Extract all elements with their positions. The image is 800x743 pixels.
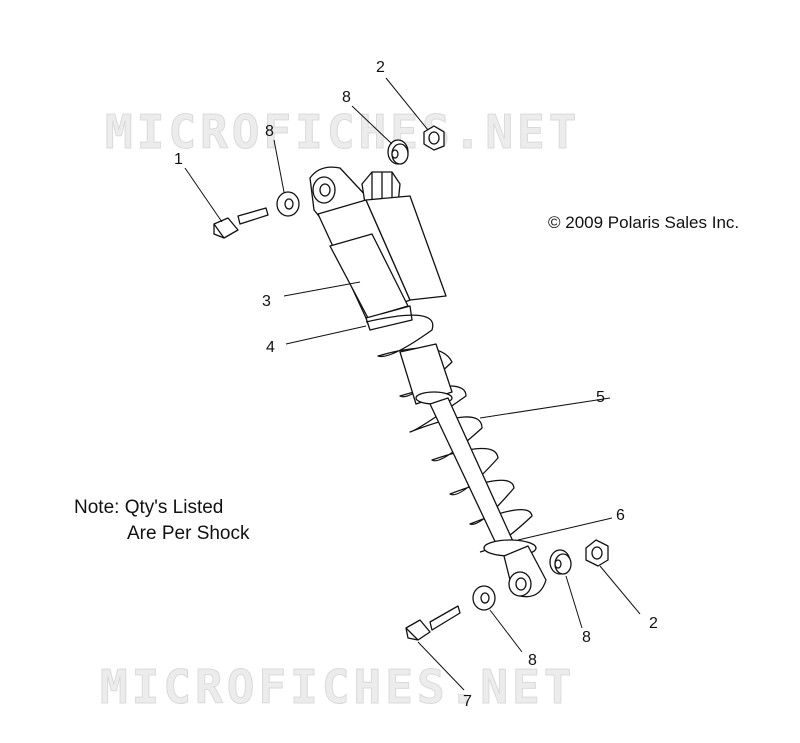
note-line-1: Note: Qty's Listed bbox=[74, 497, 224, 518]
callout-8-top-left: 8 bbox=[265, 123, 274, 140]
leader-lines bbox=[184, 77, 641, 691]
shock-body bbox=[317, 195, 447, 331]
callout-8-top-right: 8 bbox=[342, 89, 351, 106]
watermark-top: MICROFICHES.NET bbox=[105, 105, 580, 159]
bushing-top-right bbox=[387, 139, 409, 165]
washer-top-left bbox=[276, 191, 300, 217]
callout-1: 1 bbox=[174, 151, 183, 168]
nut-bottom bbox=[585, 539, 609, 567]
watermark-bottom: MICROFICHES.NET bbox=[100, 660, 575, 714]
washer-bottom bbox=[472, 585, 496, 611]
damper-shaft bbox=[399, 343, 517, 553]
callout-8-bottom-mid: 8 bbox=[528, 652, 537, 669]
callout-6: 6 bbox=[616, 507, 625, 524]
bolt-bottom bbox=[405, 605, 461, 641]
callout-5: 5 bbox=[596, 389, 605, 406]
note-line-2: Are Per Shock bbox=[127, 523, 250, 544]
callout-8-bottom-right: 8 bbox=[582, 629, 591, 646]
callout-3: 3 bbox=[262, 293, 271, 310]
bolt-top bbox=[213, 207, 269, 239]
nut-top bbox=[423, 125, 445, 151]
copyright-text: © 2009 Polaris Sales Inc. bbox=[548, 213, 740, 232]
shock-lower-mount bbox=[483, 539, 547, 598]
callout-2-top: 2 bbox=[376, 59, 385, 76]
bushing-bottom-right bbox=[549, 549, 572, 575]
callout-7: 7 bbox=[463, 693, 472, 710]
callout-4: 4 bbox=[266, 339, 275, 356]
callout-2-bottom: 2 bbox=[649, 615, 658, 632]
